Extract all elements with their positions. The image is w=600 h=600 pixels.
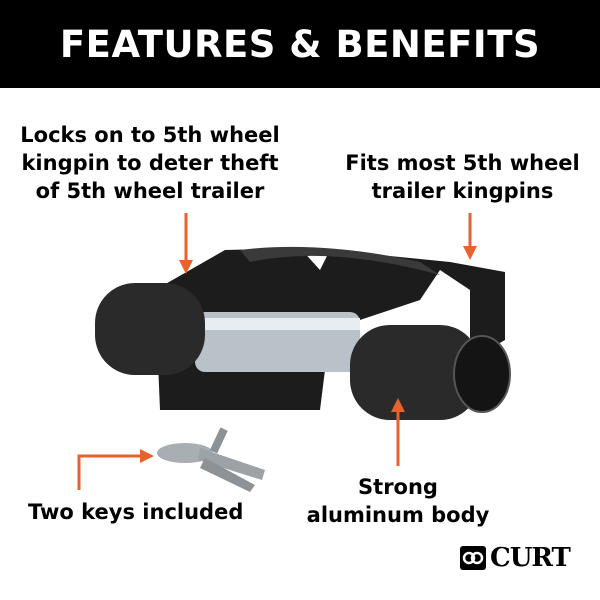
- keys-icon: [157, 427, 265, 492]
- right-grip: [350, 325, 480, 420]
- bracket-opening: [240, 246, 440, 275]
- logo-text: CURT: [490, 543, 571, 573]
- callout-keys: Two keys included: [28, 498, 243, 526]
- header-banner: FEATURES & BENEFITS: [0, 0, 600, 88]
- callout-line: aluminum body: [306, 503, 490, 527]
- arrows: [77, 213, 477, 490]
- pin-highlight: [195, 318, 360, 330]
- callout-fits: Fits most 5th wheel trailer kingpins: [340, 149, 585, 205]
- callout-line: Fits most 5th wheel: [345, 151, 580, 175]
- callout-line: Locks on to 5th wheel: [20, 123, 280, 147]
- page-title: FEATURES & BENEFITS: [59, 22, 541, 66]
- callout-lock: Locks on to 5th wheel kingpin to deter t…: [20, 121, 280, 205]
- end-cap: [453, 335, 511, 413]
- callout-line: Strong: [358, 475, 438, 499]
- curt-logo-icon: [460, 546, 486, 570]
- arrow-keys: [77, 454, 142, 490]
- callout-body: Strong aluminum body: [300, 473, 496, 529]
- callout-line: of 5th wheel trailer: [35, 179, 265, 203]
- callout-line: Two keys included: [28, 500, 244, 524]
- callout-line: trailer kingpins: [371, 179, 554, 203]
- callout-line: kingpin to deter theft: [21, 151, 279, 175]
- left-grip: [95, 283, 205, 375]
- brand-logo: CURT: [460, 543, 571, 573]
